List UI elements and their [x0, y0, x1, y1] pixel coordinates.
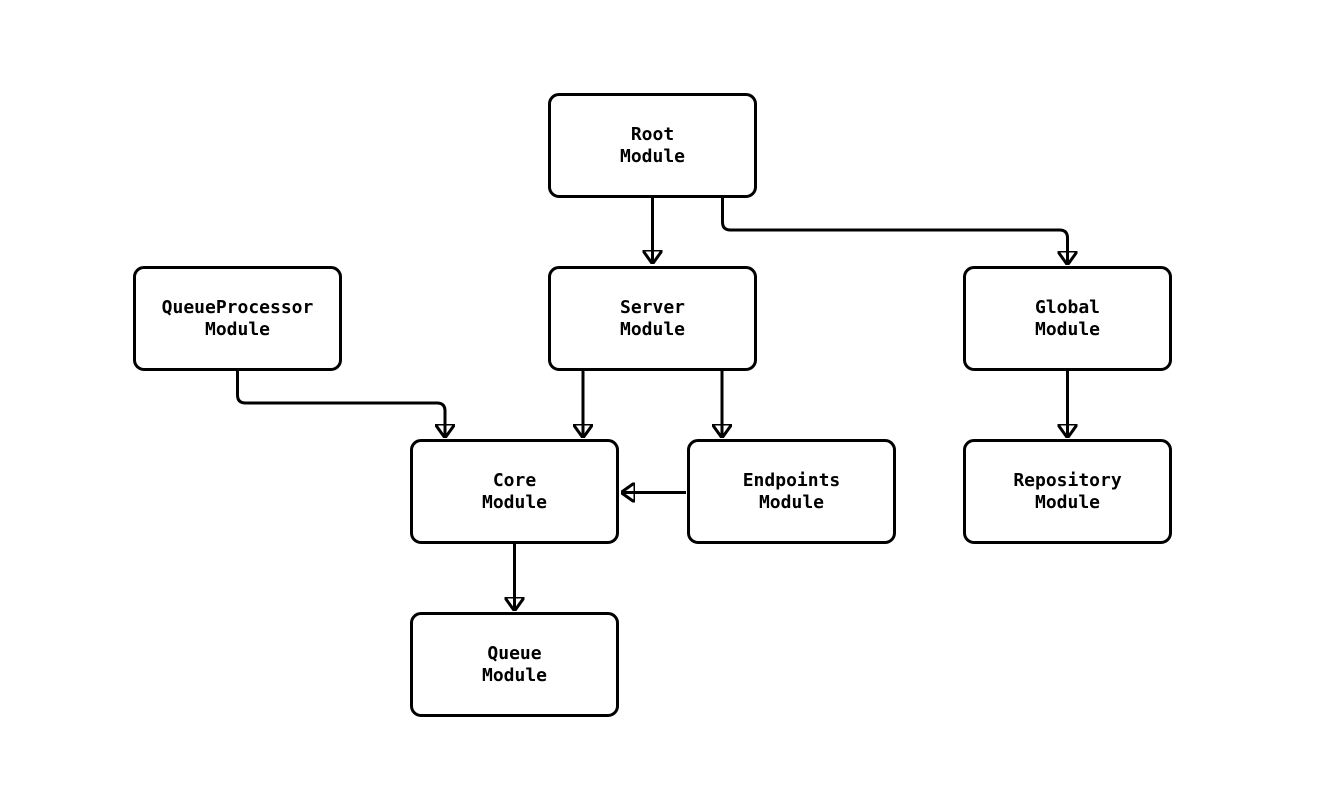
- node-global-module-label: Global Module: [1034, 296, 1101, 340]
- node-queue-module: Queue Module: [410, 612, 619, 717]
- node-endpoints-module-label: Endpoints Module: [742, 469, 841, 513]
- node-queueprocessor-module: QueueProcessor Module: [133, 266, 342, 371]
- node-queueprocessor-module-label: QueueProcessor Module: [161, 296, 314, 340]
- node-repository-module-label: Repository Module: [1013, 469, 1122, 513]
- node-root-module-label: Root Module: [619, 123, 686, 167]
- node-server-module: Server Module: [548, 266, 757, 371]
- node-core-module: Core Module: [410, 439, 619, 544]
- node-queue-module-label: Queue Module: [481, 642, 548, 686]
- node-endpoints-module: Endpoints Module: [687, 439, 896, 544]
- edge-queueprocessor-to-core: [236, 370, 446, 437]
- node-server-module-label: Server Module: [619, 296, 686, 340]
- edge-root-to-global: [721, 198, 1068, 264]
- node-global-module: Global Module: [963, 266, 1172, 371]
- node-root-module: Root Module: [548, 93, 757, 198]
- node-core-module-label: Core Module: [481, 469, 548, 513]
- node-repository-module: Repository Module: [963, 439, 1172, 544]
